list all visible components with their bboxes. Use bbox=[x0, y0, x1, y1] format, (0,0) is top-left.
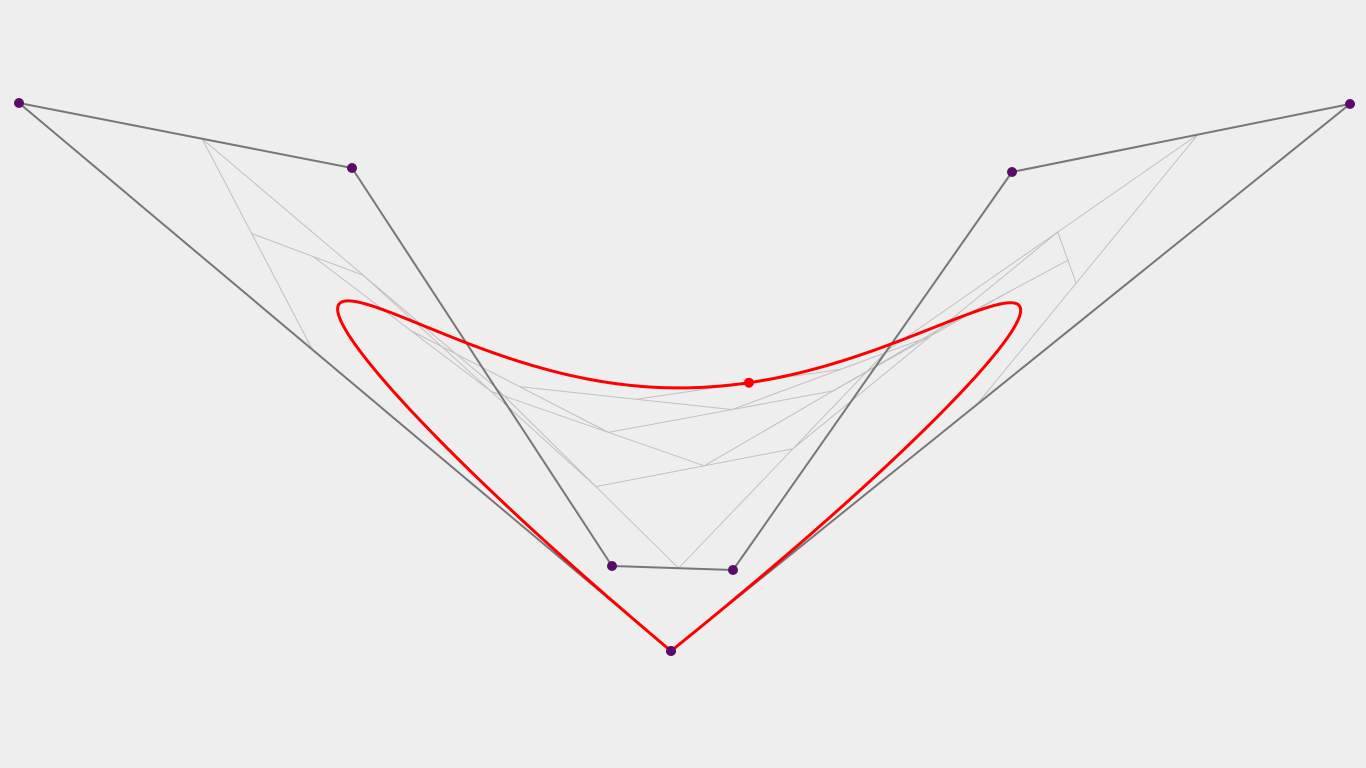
trace-point-layer bbox=[743, 377, 754, 388]
construction-segment bbox=[201, 138, 496, 388]
construction-segment bbox=[494, 386, 679, 569]
control-polygon-segment bbox=[611, 565, 734, 571]
construction-segment bbox=[678, 350, 887, 569]
construction-lines bbox=[201, 134, 1199, 569]
construction-segment bbox=[731, 335, 931, 411]
construction-segment bbox=[792, 231, 1059, 450]
control-point-handle[interactable] bbox=[14, 98, 24, 108]
control-polygon-segment bbox=[18, 102, 672, 652]
control-point-handle[interactable] bbox=[1007, 167, 1017, 177]
construction-segment bbox=[1057, 231, 1077, 284]
construction-segment bbox=[704, 329, 939, 467]
bezier-curve bbox=[336, 299, 1023, 653]
construction-segment bbox=[832, 290, 1010, 392]
construction-segment bbox=[886, 134, 1199, 352]
control-polygon-segment bbox=[351, 167, 613, 567]
control-polygon-segment bbox=[1011, 103, 1351, 173]
construction-segment bbox=[595, 448, 793, 488]
control-points[interactable] bbox=[14, 98, 1355, 656]
construction-segment bbox=[519, 386, 733, 411]
construction-segment bbox=[201, 138, 313, 350]
control-point-handle[interactable] bbox=[728, 565, 738, 575]
construction-segment bbox=[362, 274, 597, 487]
construction-segment bbox=[491, 391, 705, 467]
control-point-handle[interactable] bbox=[1345, 99, 1355, 109]
control-polygon-segment bbox=[670, 103, 1351, 652]
control-polygon-segment bbox=[732, 171, 1013, 571]
construction-segment bbox=[410, 330, 609, 433]
control-polygon-segment bbox=[18, 102, 353, 169]
construction-segment bbox=[608, 390, 834, 433]
control-point-handle[interactable] bbox=[347, 163, 357, 173]
trace-point bbox=[743, 377, 754, 388]
construction-segment bbox=[312, 256, 492, 392]
construction-segment bbox=[251, 233, 364, 276]
bezier-curve-layer bbox=[336, 299, 1023, 653]
control-polygon bbox=[18, 102, 1351, 652]
construction-segment bbox=[976, 134, 1199, 406]
control-point-handle[interactable] bbox=[607, 561, 617, 571]
control-point-handle[interactable] bbox=[666, 646, 676, 656]
